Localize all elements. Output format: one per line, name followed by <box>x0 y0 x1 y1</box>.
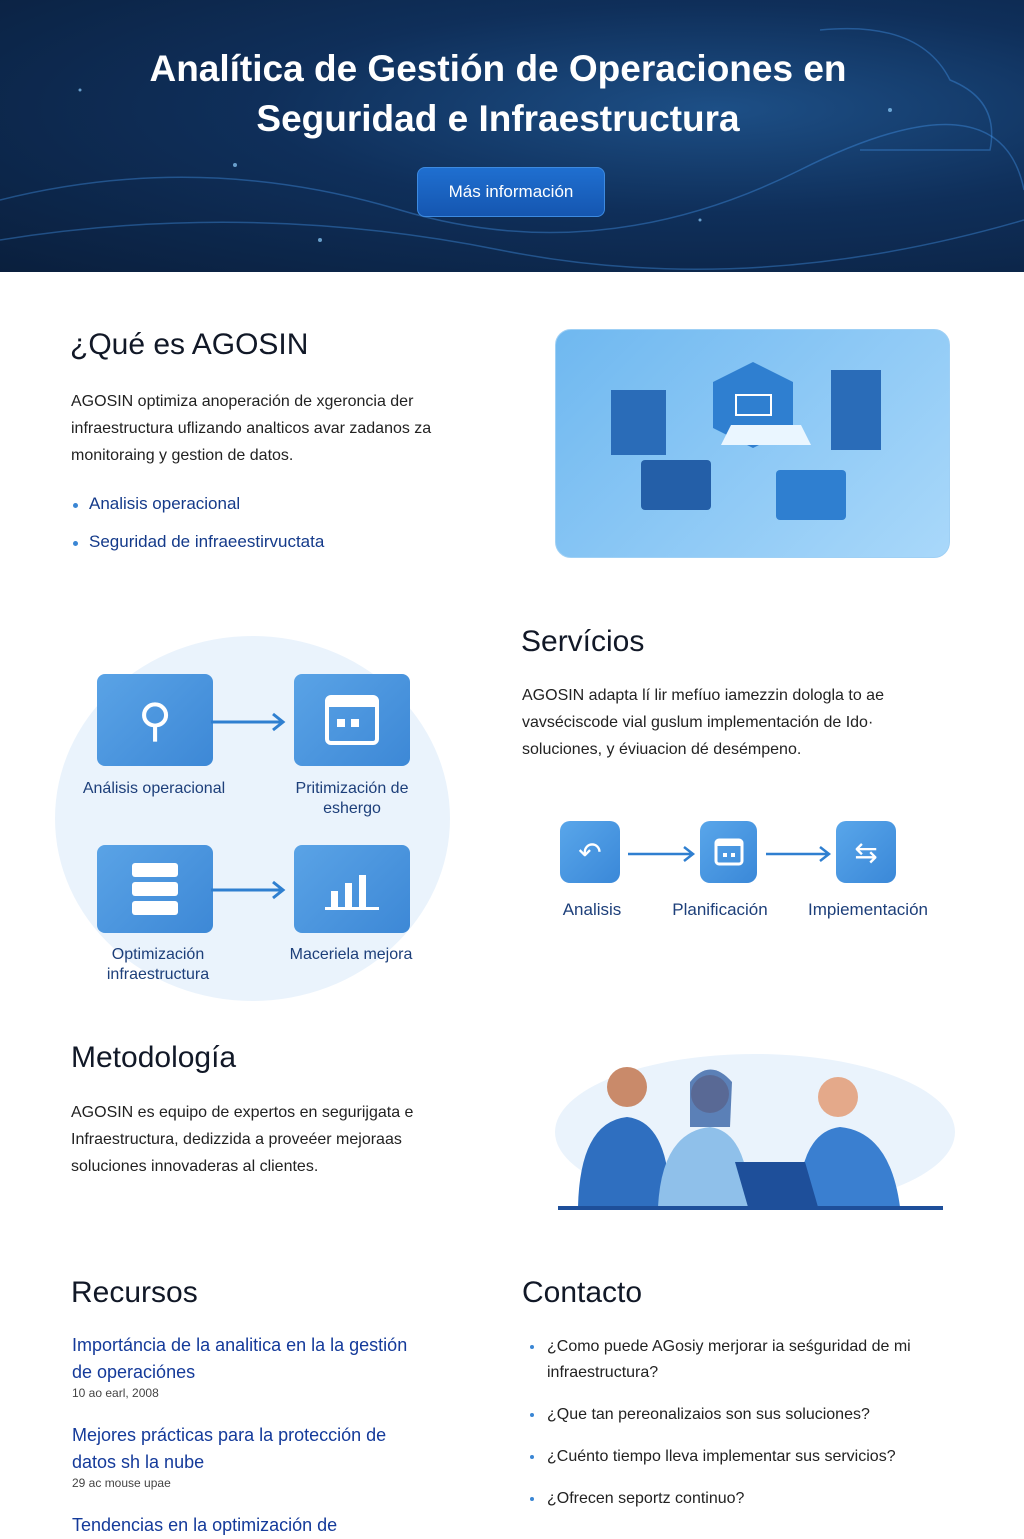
resource-date: 10 ao earl, 2008 <box>72 1386 159 1400</box>
diagram-label: Análisis operacional <box>82 780 226 797</box>
exchange-icon: ⇆ <box>854 836 878 868</box>
step-tile <box>700 821 757 883</box>
method-text: AGOSIN es equipo de expertos en segurijg… <box>71 1104 414 1175</box>
faq-item[interactable]: ¿Cuénto tiempo lleva implementar sus ser… <box>528 1444 928 1470</box>
resource-link[interactable]: Importáncia de la analitica en la la ges… <box>72 1335 408 1382</box>
faq-item[interactable]: ¿Como puede AGosiy merjorar ia seśgurida… <box>528 1334 928 1386</box>
calendar-icon <box>325 695 379 745</box>
bar-chart-icon <box>325 875 379 910</box>
calendar-icon <box>714 838 743 866</box>
team-illustration <box>555 1054 955 1210</box>
diagram-tile: ⚲ <box>97 674 213 766</box>
diagram-tile <box>294 674 410 766</box>
diagram-arrows <box>211 712 286 900</box>
search-icon: ⚲ <box>138 694 172 746</box>
diagram-label: Optimización infraestructura <box>106 946 210 983</box>
about-heading: ¿Qué es AGOSIN <box>70 328 309 361</box>
return-arrow-icon: ↶ <box>578 836 602 868</box>
step-label: Analisis <box>562 900 622 919</box>
about-bullet: Seguridad de infraeestirvuctata <box>71 532 324 552</box>
services-heading: Servícios <box>521 625 645 658</box>
step-label: Planificación <box>672 900 768 919</box>
diagram-label: Maceriela mejora <box>289 946 413 963</box>
hero-title: Analítica de Gestión de Operaciones en S… <box>149 48 847 139</box>
faq-list: ¿Como puede AGosiy merjorar ia seśgurida… <box>528 1334 928 1528</box>
faq-item[interactable]: ¿Ofrecen seportz continuo? <box>528 1486 928 1512</box>
hero-banner: Analítica de Gestión de Operaciones en S… <box>0 0 1024 272</box>
resources-heading: Recursos <box>71 1276 198 1309</box>
resources-list: Importáncia de la analitica en la la ges… <box>72 1332 432 1539</box>
method-heading: Metodología <box>71 1041 237 1074</box>
services-text: AGOSIN adapta lí lir mefíuo iamezzin dol… <box>522 687 884 758</box>
more-info-button[interactable]: Más información <box>417 167 605 217</box>
diagram-label: Pritimización de eshergo <box>295 780 409 817</box>
about-text: AGOSIN optimiza anoperación de xgeroncia… <box>71 393 432 464</box>
step-tile: ↶ <box>560 821 620 883</box>
server-icon <box>132 863 178 915</box>
step-tile: ⇆ <box>836 821 896 883</box>
infrastructure-illustration <box>555 329 950 558</box>
circuit-background <box>0 27 1024 270</box>
diagram-tile <box>294 845 410 933</box>
resource-link[interactable]: Mejores prácticas para la protección de … <box>72 1425 387 1472</box>
resource-date: 29 ac mouse upae <box>72 1476 171 1490</box>
about-bullet: Analisis operacional <box>71 494 324 514</box>
contact-heading: Contacto <box>522 1276 643 1309</box>
faq-item[interactable]: ¿Que tan pereonalizaios son sus solucion… <box>528 1402 928 1428</box>
resource-link[interactable]: Tendencias en la optimización de <box>72 1515 338 1535</box>
diagram-tile <box>97 845 213 933</box>
step-label: Impiementación <box>807 900 928 919</box>
flow-arrows <box>628 846 832 862</box>
